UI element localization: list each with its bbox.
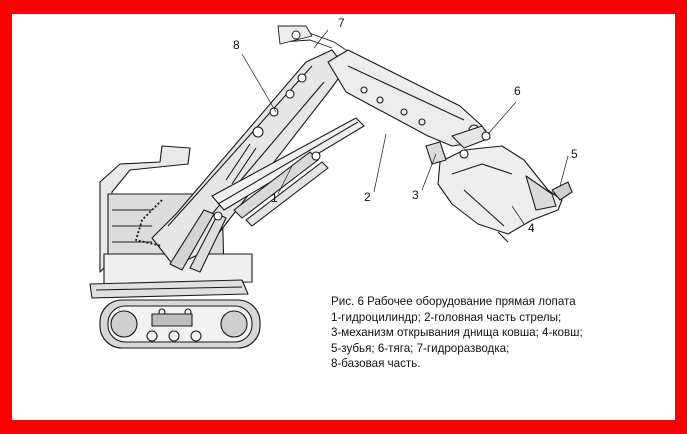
bucket [437, 145, 573, 243]
caption-line: 8-базовая часть. [331, 357, 421, 371]
figure-frame: 8 7 6 5 4 3 2 1 Рис. 6 Рабочее оборудова… [12, 14, 675, 420]
caption-title: Рис. 6 Рабочее оборудование прямая лопат… [331, 295, 576, 308]
callout-4: 4 [528, 221, 535, 235]
callout-7: 7 [338, 16, 345, 30]
figure-caption: Рис. 6 Рабочее оборудование прямая лопат… [331, 294, 631, 372]
crawler-track [99, 299, 261, 349]
leader-lines [241, 29, 569, 225]
caption-line: 3-механизм открывания днища ковша; 4-ков… [331, 326, 583, 340]
caption-line: 1-гидроцилиндр; 2-головная часть стрелы; [331, 310, 562, 324]
callout-1: 1 [271, 191, 278, 205]
callout-3: 3 [412, 188, 419, 202]
bottom-opening-mechanism [425, 141, 447, 165]
callout-8: 8 [233, 38, 240, 52]
caption-line: 5-зубья; 6-тяга; 7-гидроразводка; [331, 341, 510, 355]
callout-2: 2 [364, 190, 371, 204]
boom-strut [211, 117, 365, 211]
hydraulic-cylinders [169, 143, 329, 273]
callout-5: 5 [571, 147, 578, 161]
callout-6: 6 [514, 84, 521, 98]
shovel-drawing [89, 25, 573, 349]
